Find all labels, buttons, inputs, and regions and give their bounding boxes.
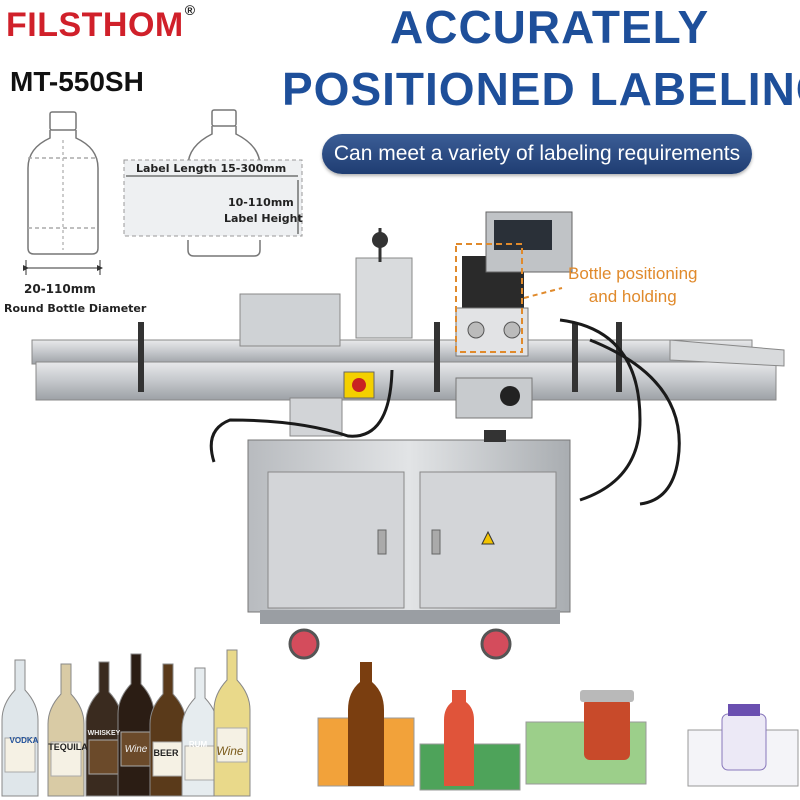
bottle-label-icon (4, 737, 36, 773)
labeling-machine-image (31, 211, 785, 660)
bottle-label-icon (120, 731, 152, 767)
juice-bottle-icon (444, 690, 474, 786)
bottle-diameter-value: 20-110mm (24, 282, 96, 296)
sample-label-6: Wine (216, 744, 244, 758)
positioning-callout: Bottle positioning and holding (568, 262, 697, 308)
brand-name: FILSTHOM (6, 6, 184, 44)
supplement-bottle-icon (721, 713, 767, 771)
registered-mark: ® (184, 2, 196, 18)
sample-label-1: TEQUILA (48, 742, 88, 752)
subtitle-banner: Can meet a variety of labeling requireme… (322, 134, 752, 174)
sample-bottles (1, 649, 251, 797)
sample-bottle-icon (85, 661, 123, 797)
label-height-caption: Label Height (224, 212, 303, 225)
callout-line-2: and holding (588, 287, 677, 306)
beer-bottle-icon (348, 662, 384, 786)
headline-line-1: ACCURATELY (390, 1, 710, 53)
bottle-label-icon (184, 745, 216, 781)
bottle-label-icon (88, 739, 120, 775)
sample-label-3: Wine (124, 744, 148, 755)
sample-products-strip (1, 649, 799, 797)
brand-logo: FILSTHOM® (6, 2, 196, 45)
bottle-label-icon (50, 741, 82, 777)
sample-label-2: WHISKEY (87, 730, 121, 737)
sample-bottle-icon (213, 649, 251, 797)
label-height-value: 10-110mm (228, 196, 294, 209)
jar-icon (584, 698, 630, 760)
bottle-outline-icon (27, 111, 99, 255)
bottle-dimension-diagram (23, 109, 303, 275)
sample-label-0: VODKA (9, 736, 39, 745)
sample-label-5: RUM (188, 740, 208, 749)
sample-bottle-icon (1, 659, 39, 797)
label-length-text: Label Length 15-300mm (136, 162, 287, 175)
headline-line-2: POSITIONED LABELING (282, 63, 800, 115)
bottle-diameter-caption: Round Bottle Diameter (4, 302, 147, 315)
bottle-label-icon (216, 727, 248, 763)
sample-label-4: BEER (153, 748, 179, 758)
model-number: MT-550SH (10, 66, 144, 97)
callout-line-1: Bottle positioning (568, 264, 698, 283)
sample-bottle-icon (117, 653, 155, 797)
